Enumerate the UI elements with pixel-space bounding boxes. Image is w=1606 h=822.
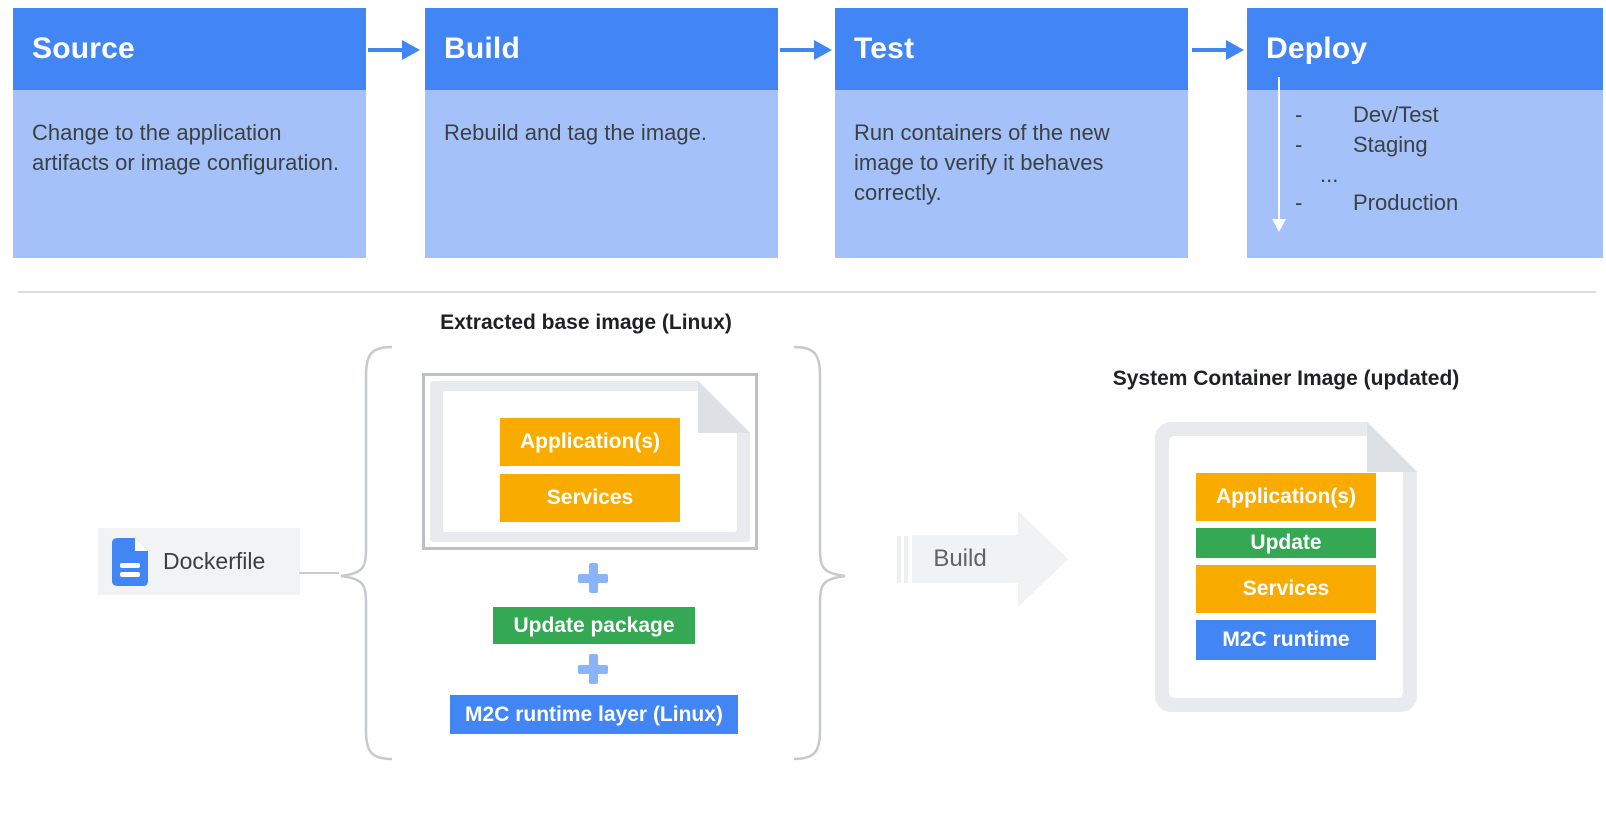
stage-body: Run containers of the new image to verif… [835,90,1188,258]
stage-box-build: Build Rebuild and tag the image. [425,8,778,258]
stage-title: Test [854,32,915,65]
system-container-panel: Application(s) Update Services M2C runti… [1169,436,1403,698]
arrow-right-icon [780,40,832,60]
dockerfile-document-icon [112,537,148,586]
stage-title: Source [32,32,135,65]
deploy-step-bullet: - [1295,132,1303,157]
stage-body: Change to the application artifacts or i… [13,90,366,258]
deploy-step-bullet: - [1295,190,1303,215]
layer-m2c-runtime: M2C runtime layer (Linux) [450,695,738,734]
layer-update-package: Update package [493,607,695,644]
deploy-step-row: - Production [1295,188,1458,218]
system-container-image-title: System Container Image (updated) [1112,367,1460,390]
base-image-document: Application(s) Services [430,381,750,542]
stage-header: Deploy [1247,8,1603,90]
deploy-step-label: Staging [1353,132,1428,157]
base-image-panel: Application(s) Services [443,391,737,532]
stage-description: Rebuild and tag the image. [444,120,707,145]
stage-header: Build [425,8,778,90]
stage-header: Source [13,8,366,90]
system-container-document: Application(s) Update Services M2C runti… [1155,422,1417,712]
stage-header: Test [835,8,1188,90]
stage-title: Build [444,32,520,65]
build-arrow-icon [912,535,1018,583]
deploy-step-row: - Dev/Test [1295,100,1439,130]
stage-description: Change to the application artifacts or i… [32,120,339,175]
stage-description: Run containers of the new image to verif… [854,120,1110,205]
stage-body: Rebuild and tag the image. [425,90,778,258]
deploy-step-label: Dev/Test [1353,102,1439,127]
section-divider [18,291,1596,293]
arrow-right-icon [1192,40,1244,60]
deploy-step-row: - Staging [1295,130,1428,160]
stage-box-source: Source Change to the application artifac… [13,8,366,258]
folded-corner-icon [1367,422,1417,472]
stage-box-deploy: Deploy - Dev/Test - Staging ... - Productio… [1247,8,1603,258]
speed-line [904,536,908,583]
arrow-down-icon [1272,77,1286,233]
build-arrow-label: Build [933,545,987,572]
connector-line [299,572,339,574]
extracted-base-image-title: Extracted base image (Linux) [440,311,732,334]
deploy-step-label: Production [1353,190,1459,215]
build-arrow-head-icon [1018,511,1068,607]
layer-applications: Application(s) [500,418,680,466]
result-layer-applications: Application(s) [1196,473,1376,521]
speed-line [897,536,901,583]
result-layer-update: Update [1196,528,1376,558]
deploy-step-bullet: - [1295,102,1303,127]
result-layer-services: Services [1196,565,1376,613]
deploy-step-row: ... [1320,160,1378,190]
curly-brace-right-icon [793,345,846,761]
dockerfile-chip: Dockerfile [98,528,300,595]
dockerfile-label: Dockerfile [163,548,266,574]
stage-title: Deploy [1266,32,1368,65]
extracted-base-image-box: Application(s) Services [422,373,758,550]
curly-brace-left-icon [340,345,393,761]
plus-icon [578,654,608,684]
stage-box-test: Test Run containers of the new image to … [835,8,1188,258]
plus-icon [578,563,608,593]
layer-services: Services [500,474,680,522]
stage-body: - Dev/Test - Staging ... - Production [1247,90,1603,258]
arrow-right-icon [368,40,420,60]
folded-corner-icon [698,381,750,433]
deploy-step-bullet: ... [1320,162,1339,187]
result-layer-m2c-runtime: M2C runtime [1196,620,1376,660]
